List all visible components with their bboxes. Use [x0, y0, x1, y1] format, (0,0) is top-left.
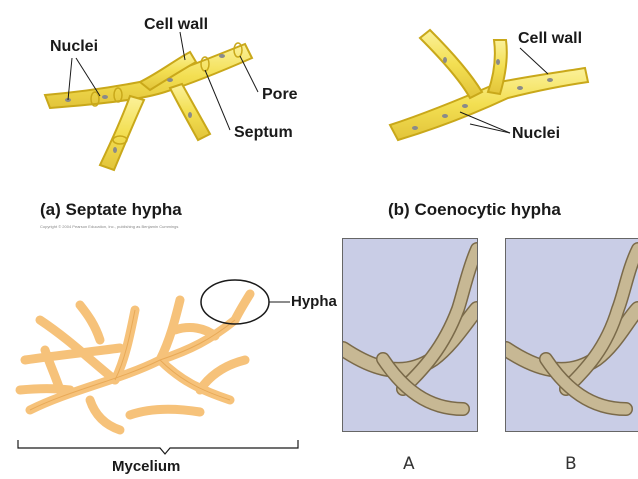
label-nuclei-a: Nuclei	[50, 38, 99, 55]
caption-letter-b: (b)	[388, 200, 410, 219]
caption-letter-a: (a)	[40, 200, 61, 219]
mycelium-brace	[17, 440, 299, 455]
label-hypha: Hypha	[291, 293, 337, 310]
septate-hypha-figure: Nuclei Cell wall Pore Septum (a) Septate…	[0, 0, 320, 235]
panel-b-label: B	[565, 454, 577, 474]
mycelium-drawing	[15, 279, 299, 455]
label-nuclei-b: Nuclei	[512, 125, 561, 142]
mycelium-figure: Hypha Mycelium	[0, 240, 340, 479]
coenocytic-leader-lines	[459, 47, 549, 134]
caption-septate: (a) Septate hypha	[40, 200, 182, 220]
caption-coenocytic: (b) Coenocytic hypha	[388, 200, 561, 220]
septate-hypha-upper-branch	[138, 50, 198, 92]
septate-hypha-drawing	[43, 31, 259, 172]
label-pore: Pore	[262, 86, 298, 103]
panel-a-hyphae	[343, 242, 477, 416]
mycelium-outline	[29, 309, 236, 411]
coenocytic-nuclei	[412, 57, 553, 130]
panel-b-hyphae	[506, 242, 638, 416]
septate-hypha-lower-branch-1	[98, 94, 146, 172]
micrograph-panel-a	[342, 238, 478, 432]
label-cell-wall-a: Cell wall	[144, 16, 209, 33]
panel-a-label: A	[403, 454, 415, 474]
caption-text-b: Coenocytic hypha	[414, 200, 561, 219]
label-cell-wall-b: Cell wall	[518, 30, 583, 47]
coenocytic-right-branch	[486, 39, 508, 96]
coenocytic-hypha-figure: Cell wall Nuclei (b) Coenocytic hypha	[320, 0, 638, 235]
caption-text-a: Septate hypha	[65, 200, 182, 219]
micrograph-panel-b	[505, 238, 638, 432]
coenocytic-hypha-drawing	[388, 28, 590, 142]
septate-leader-lines	[67, 31, 259, 131]
mycelium-network	[15, 289, 255, 435]
coenocytic-upper-branch	[418, 28, 484, 100]
copyright-line: Copyright © 2004 Pearson Education, Inc.…	[40, 224, 179, 229]
label-septum: Septum	[234, 124, 293, 141]
septate-nuclei	[65, 54, 225, 153]
label-mycelium: Mycelium	[112, 458, 181, 475]
